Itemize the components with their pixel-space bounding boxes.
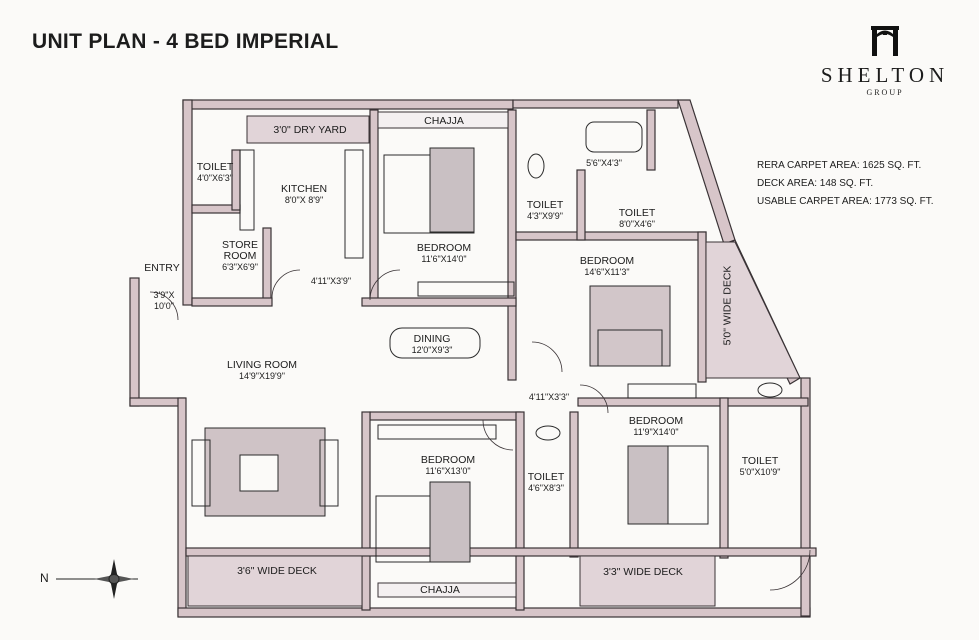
- chajja-bottom-label: CHAJJA: [420, 584, 460, 596]
- wall-top-left: [182, 99, 514, 110]
- page-title: UNIT PLAN - 4 BED IMPERIAL: [32, 30, 339, 53]
- bed-right-top-frame: [597, 329, 663, 367]
- wardrobe-bottom-mid: [377, 424, 497, 440]
- deck-bottom-right-area: [579, 555, 716, 607]
- wall-left-upper: [182, 99, 193, 306]
- wall-bedroom-toilet-right: [719, 397, 729, 559]
- passage-kitchen-label: 4'11"X3'9": [310, 276, 352, 286]
- arch-logo-icon: [871, 26, 899, 56]
- door-bedroom-top: [369, 269, 401, 301]
- basin-bottom-right: [757, 382, 783, 398]
- wall-store-bottom: [191, 297, 273, 307]
- sofa-left: [191, 439, 211, 507]
- wall-store-right: [262, 227, 272, 301]
- chajja-top-area: [377, 111, 509, 129]
- wall-bottom: [177, 607, 811, 618]
- wardrobe-top: [417, 281, 515, 297]
- wall-bedroom-toilet-bottom: [515, 411, 525, 611]
- wall-living-step: [129, 397, 186, 407]
- door-store: [271, 269, 301, 299]
- deck-area: DECK AREA: 148 SQ. FT.: [757, 178, 874, 189]
- kitchen-counter-right: [344, 149, 364, 259]
- logo-brand: SHELTON: [820, 63, 950, 87]
- north-label: N: [40, 571, 49, 585]
- wall-bedroom-right-top: [577, 397, 809, 407]
- bath-top-label: 5'6"X4'3": [586, 158, 622, 168]
- dry-yard-label: 3'0" DRY YARD: [273, 124, 347, 136]
- wall-bedroom-bottom-top: [369, 411, 521, 421]
- wall-top-right: [512, 99, 679, 109]
- sofa-right: [319, 439, 339, 507]
- bathtub: [585, 121, 643, 153]
- wall-entry-left: [129, 277, 140, 407]
- dining-table: [389, 327, 481, 359]
- deck-bottom-left-label: 3'6" WIDE DECK: [237, 565, 317, 577]
- coffee-table: [239, 454, 279, 492]
- door-bedroom-right: [531, 341, 563, 373]
- basin-bottom-mid: [535, 425, 561, 441]
- deck-bottom-left-area: [187, 555, 363, 607]
- bed-bottom-mid-rug: [429, 481, 471, 563]
- usable-carpet-area: USABLE CARPET AREA: 1773 SQ. FT.: [757, 196, 934, 207]
- wall-left-lower: [177, 397, 187, 617]
- wall-living-bedroom: [361, 411, 371, 611]
- wall-right-lower: [800, 377, 811, 617]
- wall-kitchen-bedroom: [369, 109, 379, 301]
- wide-deck-right-label: 5'0" WIDE DECK: [721, 265, 734, 346]
- door-bedroom-bottom: [482, 419, 514, 451]
- wall-toilet-split: [576, 169, 586, 241]
- wall-bedroom-toilet: [507, 109, 517, 381]
- chajja-bottom-area: [377, 582, 517, 598]
- wall-toilet-bedroom: [515, 231, 707, 241]
- wall-bath-right: [646, 109, 656, 171]
- shelton-logo: SHELTON GROUP: [815, 24, 955, 97]
- basin-top-mid: [527, 153, 545, 179]
- chajja-top-label: CHAJJA: [424, 115, 464, 127]
- dry-yard-area: [246, 115, 370, 144]
- bed-top-rug: [429, 147, 475, 233]
- deck-bottom-right-label: 3'3" WIDE DECK: [603, 566, 683, 578]
- wall-diagonal-top: [677, 99, 736, 245]
- bed-bottom-right-rug: [627, 445, 669, 525]
- logo-group: GROUP: [866, 88, 904, 97]
- door-bedroom-bottom-right: [579, 384, 609, 414]
- deck-right-area: [705, 241, 801, 379]
- kitchen-counter: [239, 149, 255, 231]
- door-deck-bottom-right: [769, 549, 811, 591]
- rera-carpet-area: RERA CARPET AREA: 1625 SQ. FT.: [757, 160, 922, 171]
- bed-right-top: [589, 285, 671, 367]
- wall-deck-line: [185, 547, 817, 557]
- area-summary: RERA CARPET AREA: 1625 SQ. FT. DECK AREA…: [757, 157, 934, 211]
- door-entry: [149, 291, 179, 321]
- entry-heading: ENTRY: [144, 262, 180, 274]
- wall-bedroom-bottom: [361, 297, 517, 307]
- compass-rose-icon: [56, 559, 138, 599]
- wall-bedroom-deck: [697, 231, 707, 383]
- passage-mid-label: 4'11"X3'3": [528, 392, 570, 402]
- wardrobe-right: [627, 383, 697, 399]
- wall-toilet-bedroom-right: [569, 411, 579, 558]
